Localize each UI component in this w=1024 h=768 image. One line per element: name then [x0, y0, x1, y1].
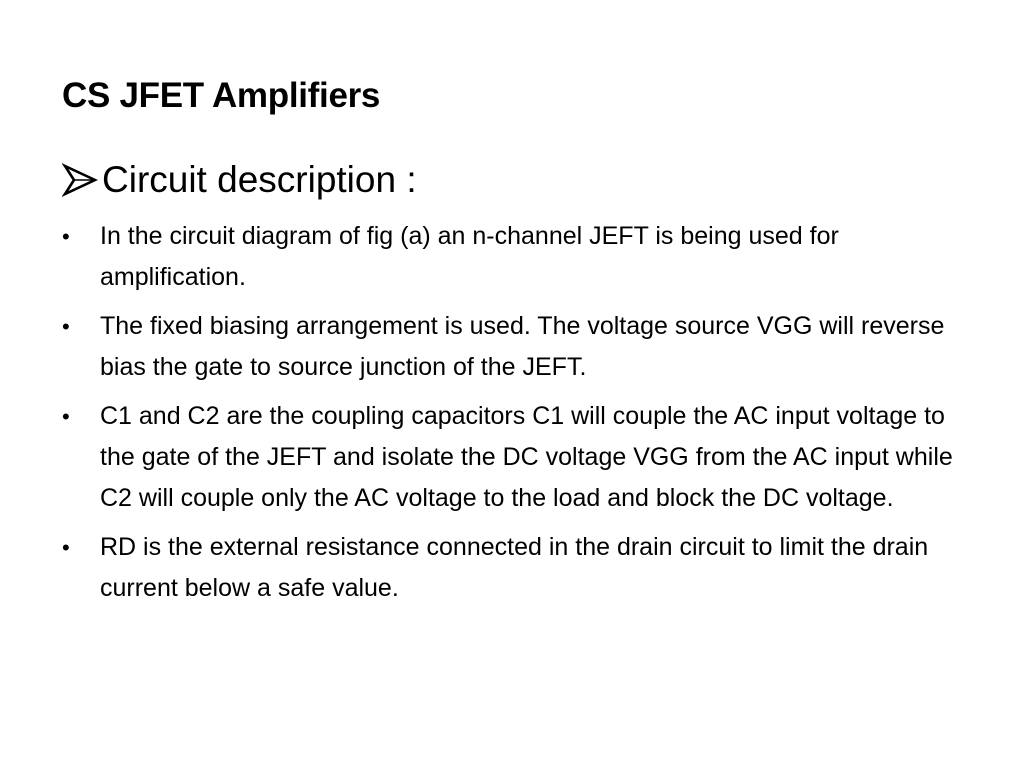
list-item: • RD is the external resistance connecte… [62, 527, 982, 609]
bullet-text: In the circuit diagram of fig (a) an n-c… [100, 222, 839, 291]
bullet-dot-icon: • [62, 314, 70, 339]
subheading: Circuit description : [62, 155, 417, 205]
bullet-list: • In the circuit diagram of fig (a) an n… [62, 216, 982, 617]
bullet-text: RD is the external resistance connected … [100, 533, 929, 602]
list-item: • In the circuit diagram of fig (a) an n… [62, 216, 982, 298]
bullet-dot-icon: • [62, 224, 70, 249]
bullet-text: The fixed biasing arrangement is used. T… [100, 312, 945, 381]
bullet-dot-icon: • [62, 404, 70, 429]
subheading-text: Circuit description : [102, 159, 417, 200]
slide-title: CS JFET Amplifiers [62, 76, 381, 115]
list-item: • The fixed biasing arrangement is used.… [62, 306, 982, 388]
list-item: • C1 and C2 are the coupling capacitors … [62, 396, 982, 519]
bullet-text: C1 and C2 are the coupling capacitors C1… [100, 402, 953, 512]
arrow-bullet-icon [62, 163, 98, 197]
bullet-dot-icon: • [62, 535, 70, 560]
